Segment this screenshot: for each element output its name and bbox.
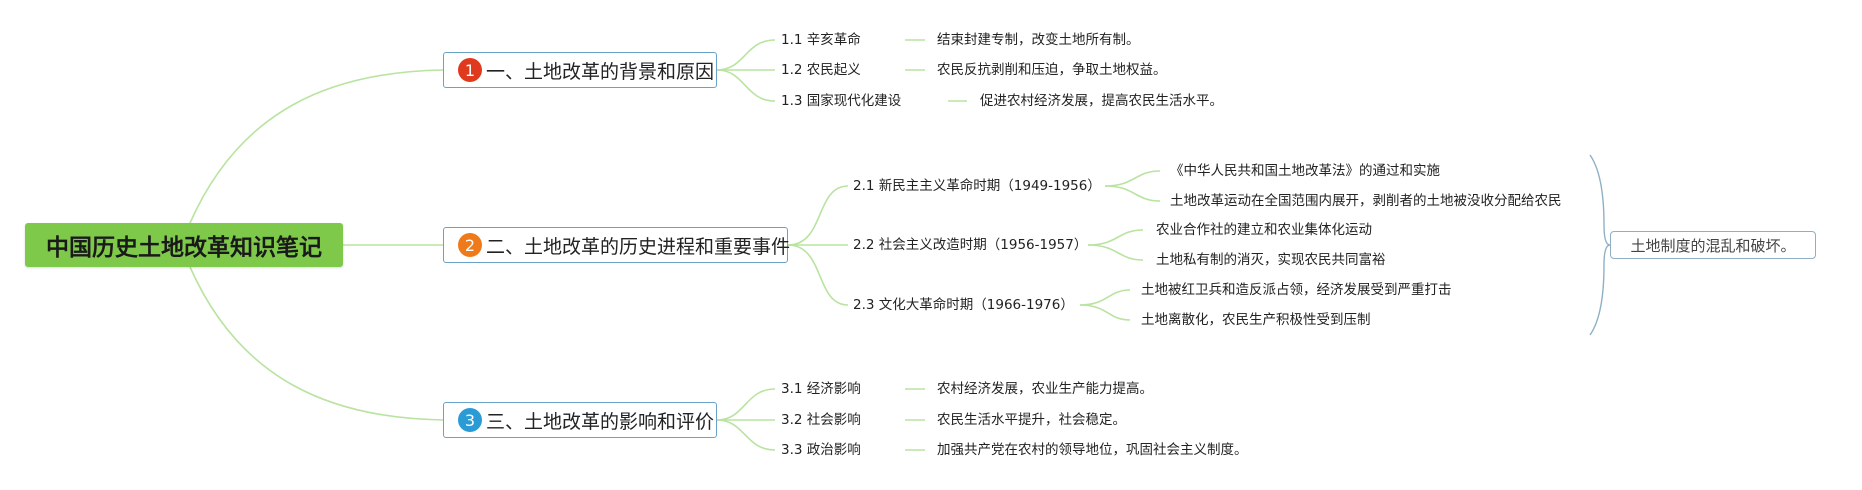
detail-3-1[interactable]: 农村经济发展，农业生产能力提高。 (937, 381, 1153, 397)
detail-1-3[interactable]: 促进农村经济发展，提高农民生活水平。 (980, 93, 1223, 109)
subtopic-2-1[interactable]: 2.1 新民主主义革命时期（1949-1956） (853, 178, 1101, 194)
branch-3-node[interactable]: 3 三、土地改革的影响和评价 (443, 402, 717, 438)
subtopic-3-1[interactable]: 3.1 经济影响 (781, 381, 861, 397)
detail-2-3-a[interactable]: 土地被红卫兵和造反派占领，经济发展受到严重打击 (1141, 282, 1452, 298)
branch-3-label: 三、土地改革的影响和评价 (486, 410, 715, 433)
detail-2-3-b[interactable]: 土地离散化，农民生产积极性受到压制 (1141, 312, 1371, 328)
summary-label: 土地制度的混乱和破坏。 (1630, 236, 1796, 255)
subtopic-1-2[interactable]: 1.2 农民起义 (781, 62, 861, 78)
summary-node[interactable]: 土地制度的混乱和破坏。 (1610, 231, 1816, 259)
branch-2-label: 二、土地改革的历史进程和重要事件 (486, 235, 791, 258)
number-badge-2: 2 (458, 233, 482, 257)
branch-1-node[interactable]: 1 一、土地改革的背景和原因 (443, 52, 717, 88)
subtopic-1-3[interactable]: 1.3 国家现代化建设 (781, 93, 902, 109)
root-title: 中国历史土地改革知识笔记 (46, 235, 322, 261)
number-badge-1: 1 (458, 58, 482, 82)
detail-1-1[interactable]: 结束封建专制，改变土地所有制。 (937, 32, 1140, 48)
branch-1-label: 一、土地改革的背景和原因 (486, 60, 715, 83)
root-topic[interactable]: 中国历史土地改革知识笔记 (25, 223, 343, 267)
subtopic-3-2[interactable]: 3.2 社会影响 (781, 412, 861, 428)
detail-2-1-b[interactable]: 土地改革运动在全国范围内展开，剥削者的土地被没收分配给农民 (1170, 193, 1562, 209)
branch-2-node[interactable]: 2 二、土地改革的历史进程和重要事件 (443, 227, 791, 263)
number-badge-3: 3 (458, 408, 482, 432)
subtopic-2-2[interactable]: 2.2 社会主义改造时期（1956-1957） (853, 237, 1088, 253)
subtopic-1-1[interactable]: 1.1 辛亥革命 (781, 32, 861, 48)
subtopic-2-3[interactable]: 2.3 文化大革命时期（1966-1976） (853, 297, 1074, 313)
detail-2-1-a[interactable]: 《中华人民共和国土地改革法》的通过和实施 (1170, 163, 1440, 179)
detail-3-2[interactable]: 农民生活水平提升，社会稳定。 (937, 412, 1126, 428)
detail-2-2-a[interactable]: 农业合作社的建立和农业集体化运动 (1156, 222, 1372, 238)
detail-2-2-b[interactable]: 土地私有制的消灭，实现农民共同富裕 (1156, 252, 1386, 268)
detail-3-3[interactable]: 加强共产党在农村的领导地位，巩固社会主义制度。 (937, 442, 1248, 458)
subtopic-3-3[interactable]: 3.3 政治影响 (781, 442, 861, 458)
detail-1-2[interactable]: 农民反抗剥削和压迫，争取土地权益。 (937, 62, 1167, 78)
